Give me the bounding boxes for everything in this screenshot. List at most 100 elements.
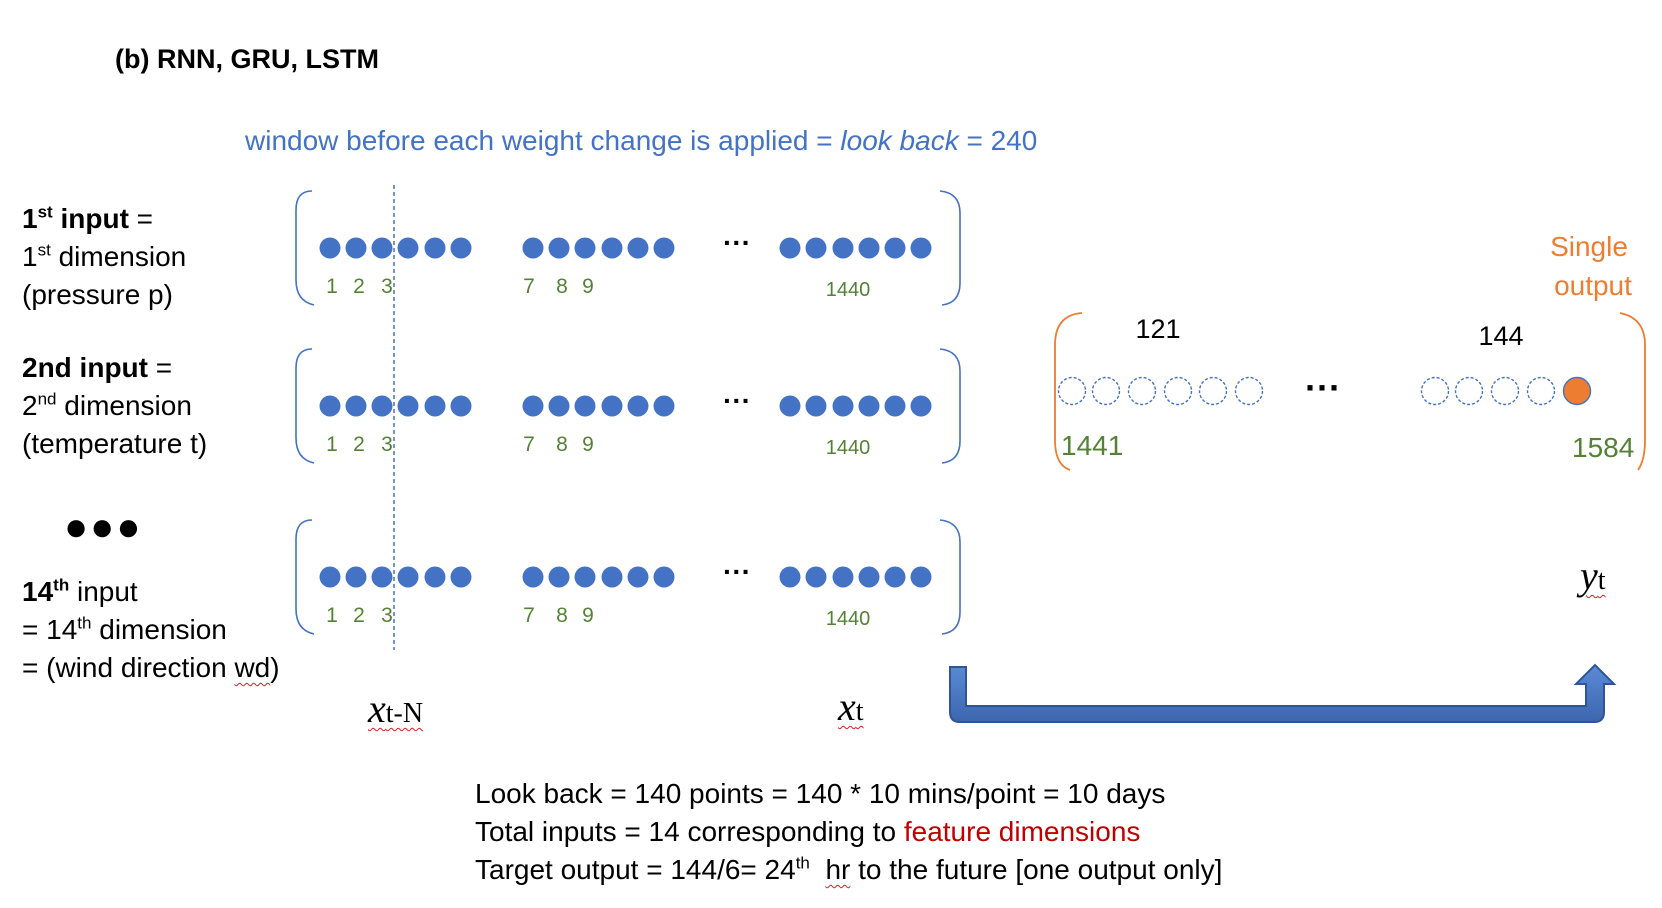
input-dot	[779, 395, 801, 417]
input-dot	[858, 566, 880, 588]
input-dot	[319, 395, 341, 417]
input-dot	[627, 395, 649, 417]
input-dot	[858, 395, 880, 417]
index-label: 9	[582, 275, 594, 298]
inputs-ellipsis: ●●●	[64, 505, 143, 549]
window-label-prefix: window before each weight change is appl…	[245, 125, 841, 156]
math-x-t: xt	[838, 683, 864, 730]
input-dot	[884, 395, 906, 417]
page-title: (b) RNN, GRU, LSTM	[115, 44, 379, 74]
index-label: 7	[523, 275, 535, 298]
input-dot	[424, 237, 446, 259]
output-dot-empty	[1127, 376, 1157, 406]
input-2-dim-num: 2	[22, 390, 38, 421]
input-1-dim-sup: st	[37, 240, 51, 260]
input-dot	[574, 566, 596, 588]
input-dot	[627, 237, 649, 259]
output-dot-filled	[1562, 376, 1592, 406]
input-dot	[910, 566, 932, 588]
input-1-num: 1	[22, 203, 38, 234]
input-14-word: input	[69, 576, 138, 607]
index-label: 8	[556, 275, 568, 298]
input-dot	[371, 237, 393, 259]
index-label: 1440	[826, 437, 871, 459]
input-brackets	[295, 190, 961, 635]
window-label: window before each weight change is appl…	[245, 125, 1037, 157]
input-dot	[548, 237, 570, 259]
output-bottom-label-1584: 1584	[1572, 432, 1634, 463]
output-dot-empty	[1091, 376, 1121, 406]
input-dot	[601, 566, 623, 588]
input-dot	[345, 566, 367, 588]
input-dot	[450, 237, 472, 259]
input-dot	[574, 395, 596, 417]
input-dot	[319, 566, 341, 588]
input-dot	[397, 395, 419, 417]
input-dot	[522, 566, 544, 588]
index-label: 2	[353, 433, 365, 456]
output-dot-empty	[1234, 376, 1264, 406]
math-y-t-sub: t	[1597, 565, 1606, 596]
input-dot	[884, 237, 906, 259]
output-arrow-shape	[949, 663, 1617, 723]
sequence-dots-ellipsis: ···	[723, 227, 751, 258]
input-label-2: 2nd input = 2nd dimension (temperature t…	[22, 349, 207, 463]
input-dots: ·········	[319, 227, 932, 588]
index-label: 7	[523, 433, 535, 456]
index-label: 2	[353, 275, 365, 298]
note-line-3-suffix: to the future [one output only]	[850, 854, 1223, 885]
input-bracket-right	[939, 190, 961, 306]
input-dot	[805, 395, 827, 417]
input-dot	[345, 395, 367, 417]
input-2-dim-sup: nd	[37, 389, 57, 409]
output-dot-empty	[1454, 376, 1484, 406]
input-14-dim-word: dimension	[91, 614, 227, 645]
window-label-suffix: = 240	[958, 125, 1038, 156]
math-y-t: yt	[1580, 552, 1606, 599]
index-label: 1	[326, 275, 338, 298]
input-dot	[653, 395, 675, 417]
input-1-sup: st	[37, 202, 53, 222]
single-output-label-line2: output	[1554, 270, 1632, 301]
index-label: 3	[381, 433, 393, 456]
input-dot	[884, 566, 906, 588]
input-1-dim-word: dimension	[50, 241, 187, 272]
input-14-num: 14	[22, 576, 54, 607]
input-dot	[548, 395, 570, 417]
index-label: 1440	[826, 279, 871, 301]
input-14-desc-suffix: )	[270, 652, 280, 683]
output-dot-empty	[1057, 376, 1087, 406]
index-label: 2	[353, 604, 365, 627]
sequence-dots-ellipsis: ···	[723, 385, 751, 416]
note-line-2: Total inputs = 14 corresponding to featu…	[475, 813, 1222, 851]
output-dots-ellipsis: ···	[1305, 367, 1341, 408]
math-x-t-base: x	[838, 684, 856, 729]
input-1-dim-num: 1	[22, 241, 38, 272]
input-dot	[910, 395, 932, 417]
note-line-2-red: feature dimensions	[903, 816, 1141, 847]
math-x-t-sub: t	[855, 696, 864, 727]
index-label: 3	[381, 604, 393, 627]
input-dot	[371, 395, 393, 417]
output-dot-empty	[1420, 376, 1450, 406]
input-label-14: 14th input = 14th dimension = (wind dire…	[22, 573, 280, 687]
input-dot	[601, 237, 623, 259]
index-label: 1440	[826, 608, 871, 630]
input-dot	[450, 395, 472, 417]
note-line-3-space	[810, 854, 826, 885]
input-14-dim-num: = 14	[22, 614, 78, 645]
input-1-desc: (pressure p)	[22, 279, 173, 310]
input-dot	[653, 566, 675, 588]
note-line-3-prefix: Target output = 144/6= 24	[475, 854, 796, 885]
input-bracket-right	[939, 519, 961, 635]
note-line-3-sup: th	[795, 853, 810, 873]
input-bracket-left	[295, 348, 315, 464]
input-14-dim-sup: th	[77, 613, 92, 633]
input-dot	[627, 566, 649, 588]
input-dot	[371, 566, 393, 588]
notes: Look back = 140 points = 140 * 10 mins/p…	[475, 775, 1222, 889]
input-2-dim-word: dimension	[56, 390, 192, 421]
input-dot	[424, 395, 446, 417]
math-y-t-base: y	[1580, 553, 1598, 598]
